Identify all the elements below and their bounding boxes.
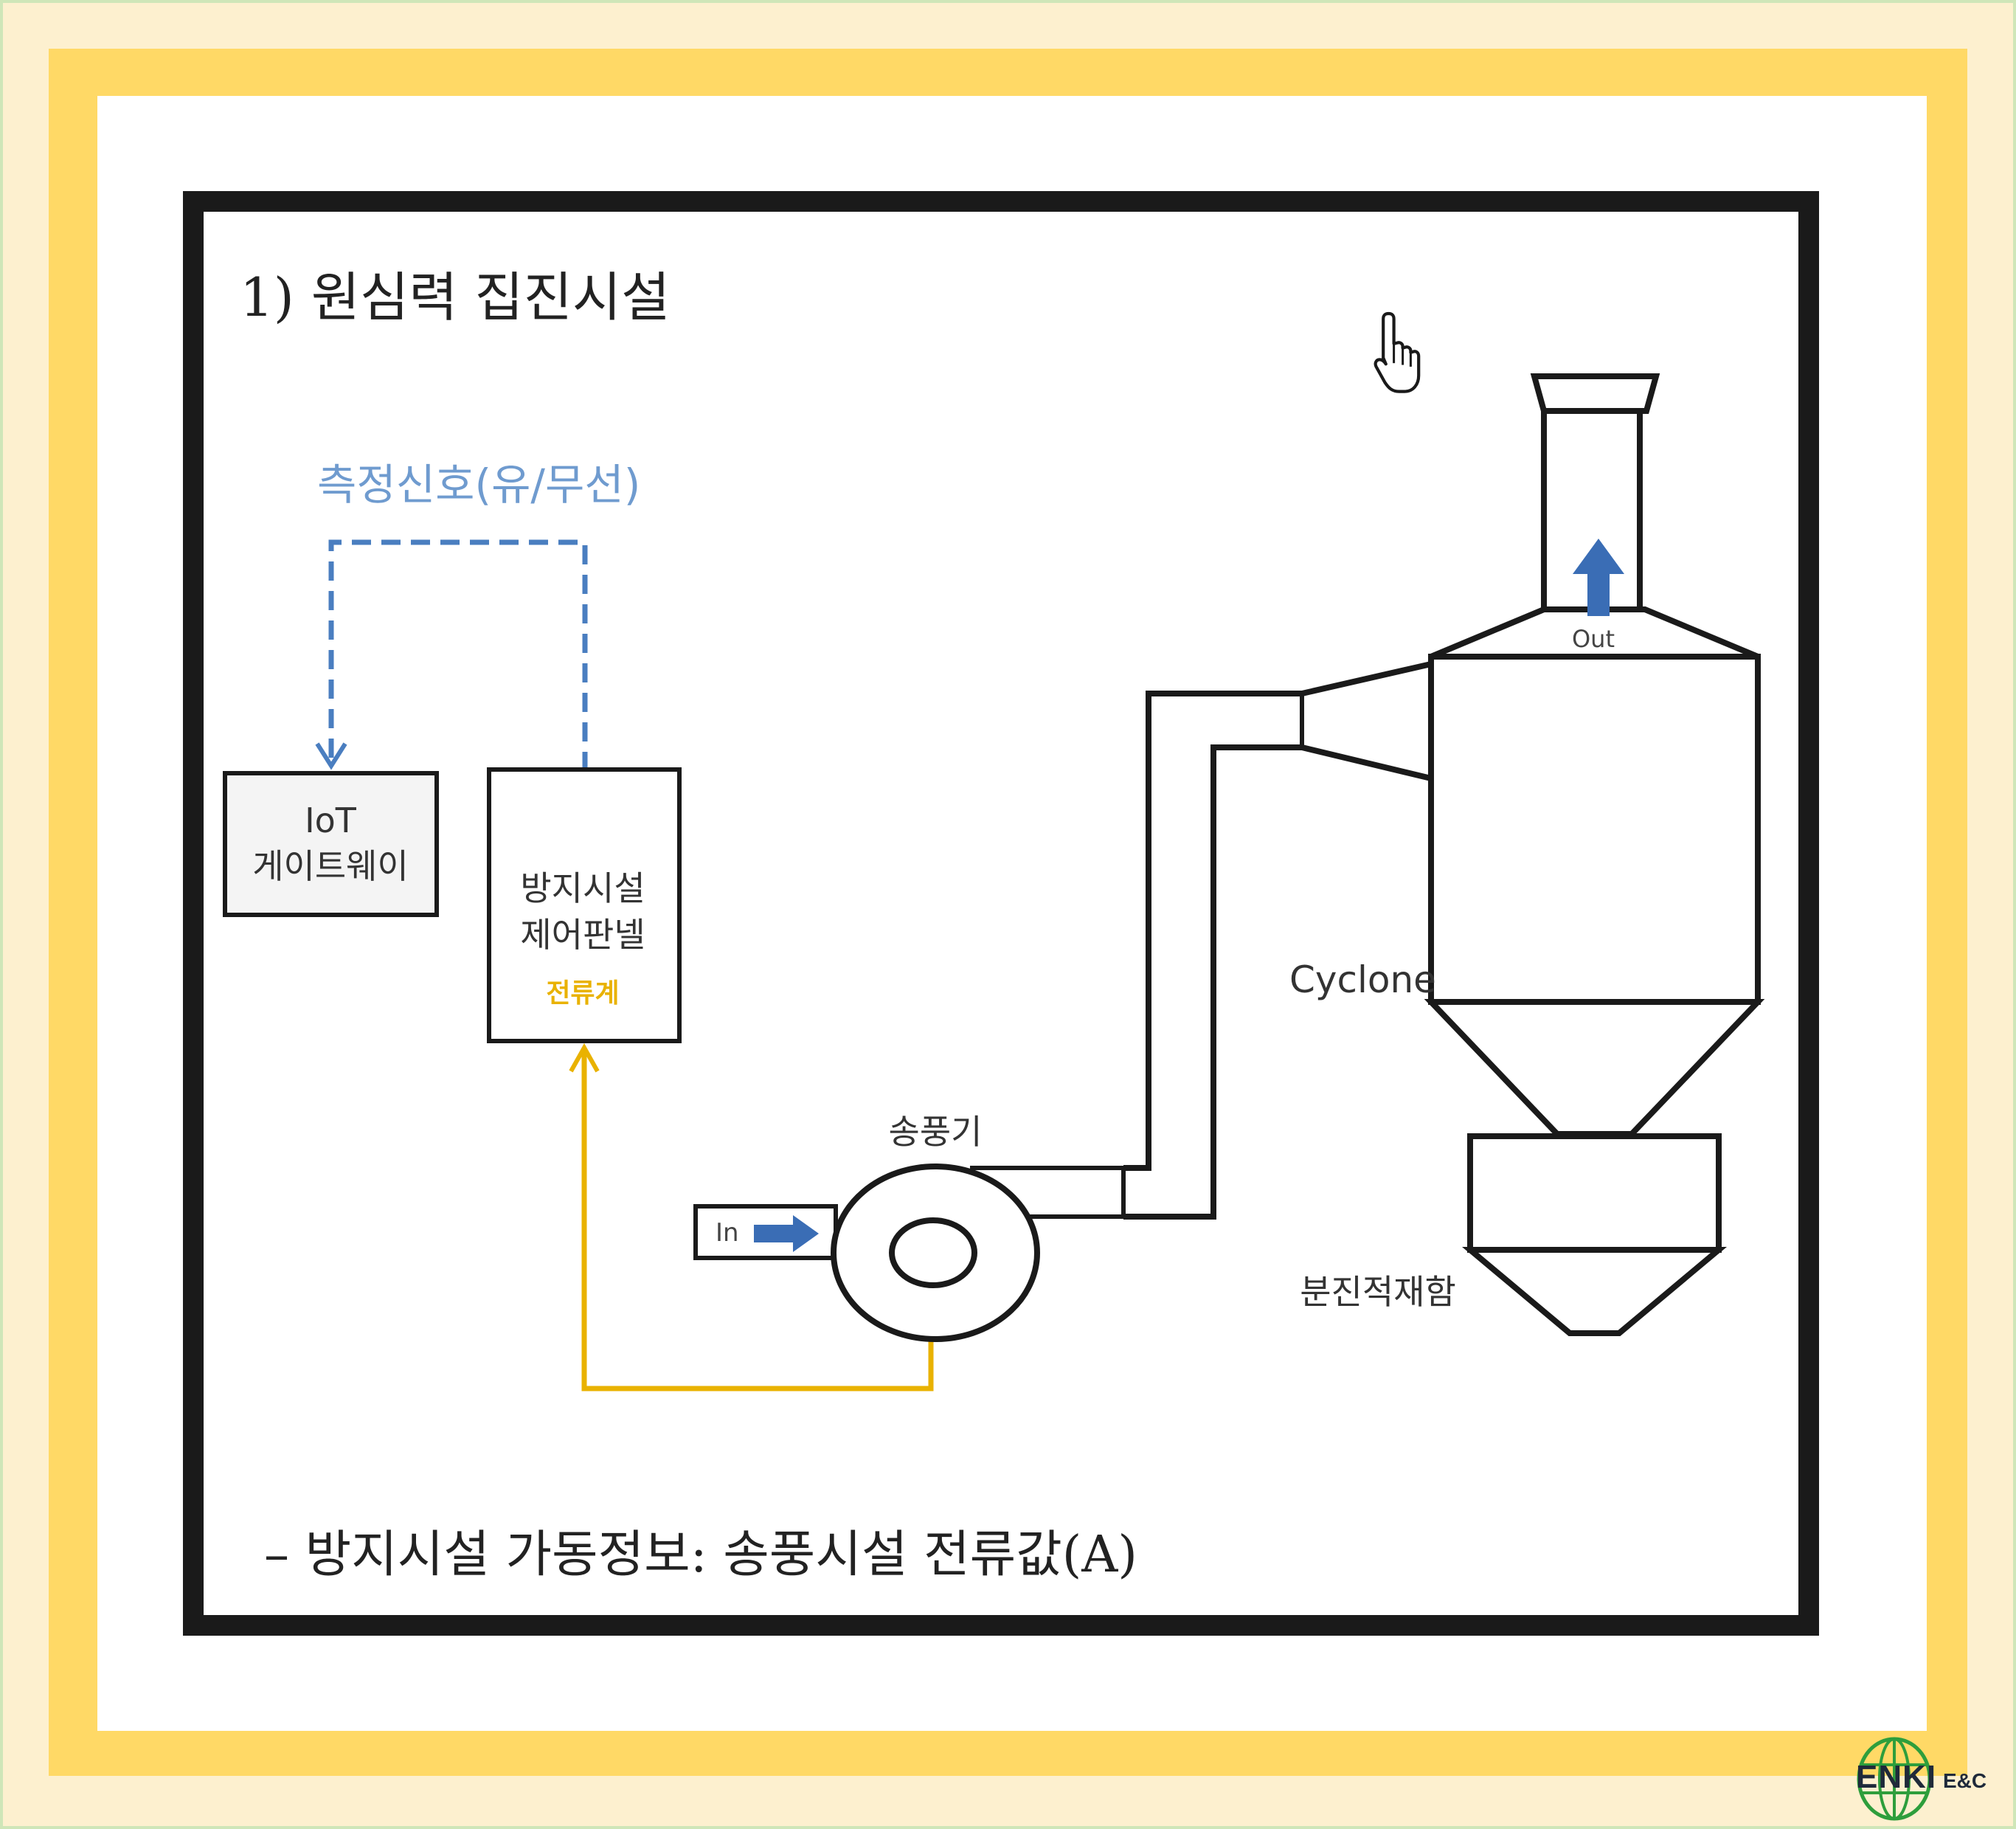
control-panel-label-line1: 방지시설	[520, 868, 645, 908]
control-panel-box	[487, 767, 682, 1043]
logo-name: ENKI	[1856, 1759, 1937, 1795]
inlet-label: In	[716, 1218, 739, 1248]
outlet-label: Out	[1572, 625, 1615, 653]
iot-gateway-label-line2: 게이트웨이	[252, 846, 409, 886]
iot-gateway-label-line1: IoT	[305, 801, 357, 840]
ammeter-label: 전류계	[546, 978, 619, 1009]
signal-arrow-head	[315, 742, 347, 770]
logo-suffix: E&C	[1943, 1769, 1987, 1792]
dust-hopper-label: 분진적재함	[1300, 1272, 1456, 1312]
current-arrow-head	[569, 1043, 600, 1073]
current-signal-line	[581, 1048, 934, 1391]
cyclone-inlet-cone-lower	[1301, 744, 1432, 781]
duct-inner-wall	[1123, 744, 1302, 1220]
control-panel-label-line2: 제어판넬	[520, 915, 645, 955]
cyclone-label: Cyclone	[1289, 958, 1436, 1001]
signal-label: 측정신호(유/무선)	[317, 460, 640, 510]
dust-hopper	[1467, 1133, 1722, 1253]
stack-cap	[1530, 373, 1660, 414]
globe-icon	[1857, 1737, 1932, 1821]
inlet-arrow	[754, 1215, 819, 1252]
footer-text: – 방지시설 가동정보: 송풍시설 전류값(A)	[264, 1526, 1137, 1584]
cyclone-roof	[1430, 606, 1759, 660]
dust-hopper-bottom	[1461, 1247, 1728, 1336]
outlet-arrow	[1573, 539, 1624, 616]
cyclone-cone	[1424, 999, 1765, 1137]
enki-logo: ENKI E&C	[1850, 1735, 2016, 1822]
hand-cursor-icon	[1374, 311, 1421, 393]
iot-gateway-box	[223, 771, 439, 917]
cyclone-inlet-cone	[1301, 661, 1432, 696]
signal-dashed-line	[328, 539, 588, 771]
cyclone-body	[1428, 654, 1761, 1005]
diagram-title: 1) 원심력 집진시설	[240, 266, 670, 328]
blower-label: 송풍기	[889, 1112, 983, 1152]
blower-impeller	[889, 1217, 977, 1288]
duct-outer-wall	[1123, 691, 1302, 1171]
inlet-duct	[693, 1204, 838, 1260]
